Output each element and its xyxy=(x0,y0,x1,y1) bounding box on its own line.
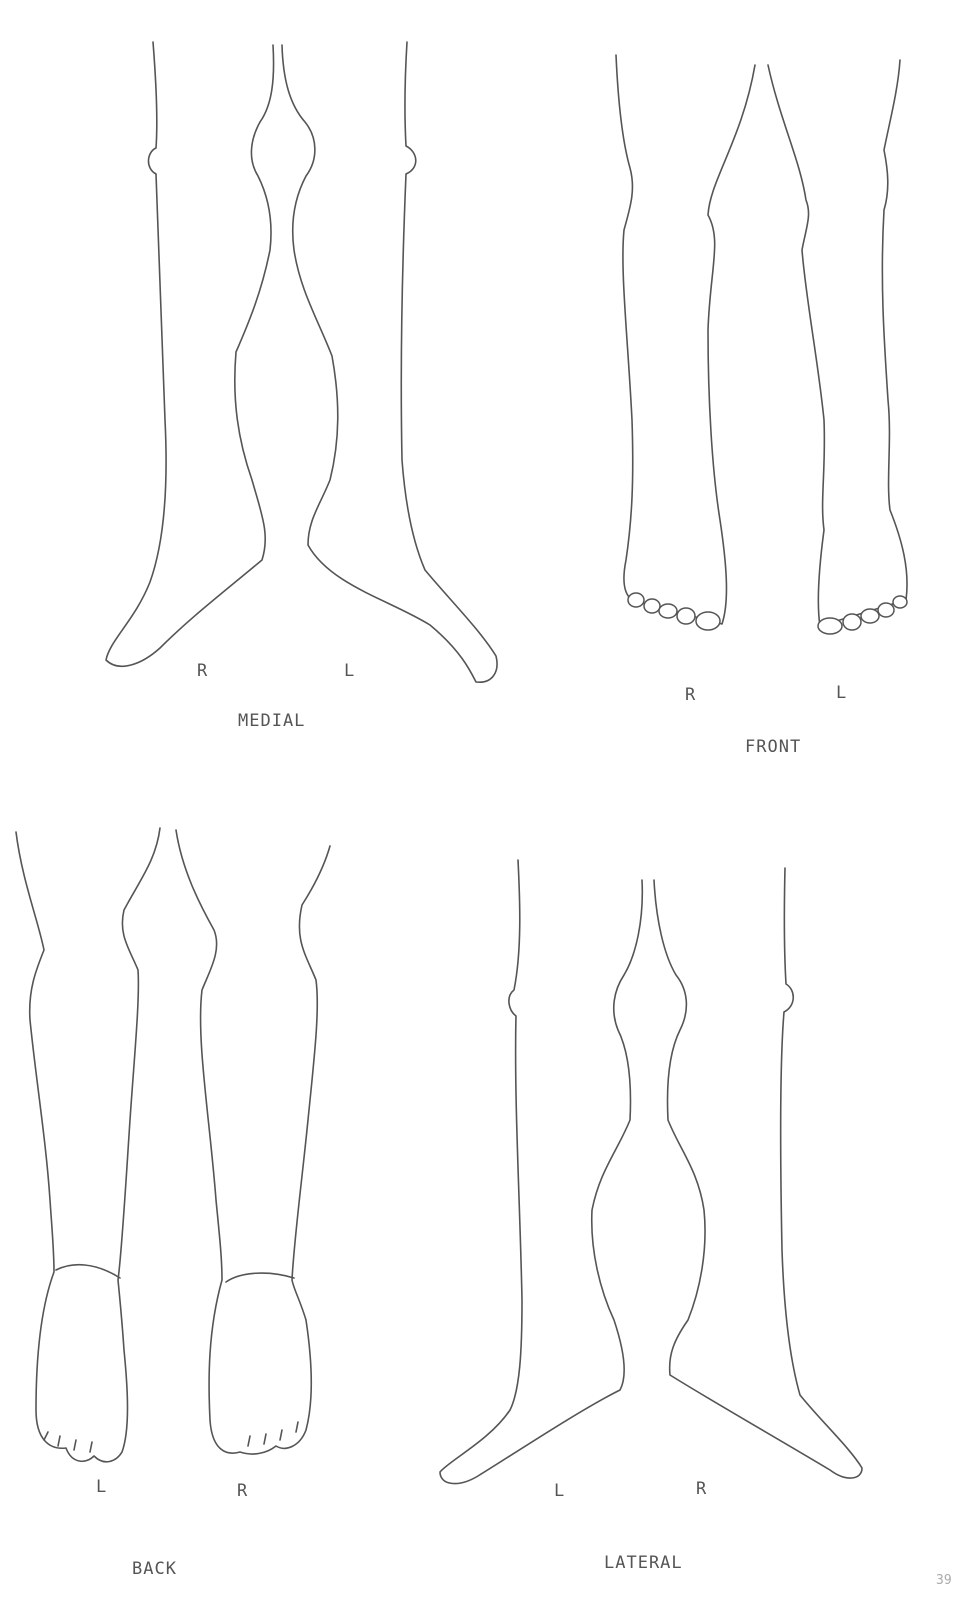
front-right-toe-5 xyxy=(696,612,720,630)
back-right-ankle-outline xyxy=(226,1273,294,1282)
medial-view: R L MEDIAL xyxy=(106,42,497,731)
front-right-toe-4 xyxy=(677,608,695,624)
front-left-foot-toes xyxy=(818,596,907,634)
back-view: L R BACK xyxy=(16,828,330,1579)
lateral-caption: LATERAL xyxy=(604,1553,683,1573)
front-right-toe-3 xyxy=(659,604,677,618)
back-left-toe-creases xyxy=(44,1432,92,1452)
back-right-leg-outline xyxy=(176,830,330,1454)
back-right-leg-label: R xyxy=(237,1481,248,1501)
back-left-leg-outline xyxy=(16,828,160,1462)
medial-left-leg-label: R xyxy=(197,661,208,681)
lateral-left-leg-label: L xyxy=(554,1481,564,1501)
front-left-toe-5 xyxy=(893,596,907,608)
medial-caption: MEDIAL xyxy=(238,711,305,731)
back-left-leg-label: L xyxy=(96,1477,106,1497)
back-left-ankle-outline xyxy=(56,1265,120,1278)
front-caption: FRONT xyxy=(745,737,801,757)
front-view: R L FRONT xyxy=(616,55,907,757)
front-right-foot-toes xyxy=(628,593,720,630)
medial-left-leg-outline xyxy=(282,42,497,682)
front-right-leg-label: L xyxy=(836,683,846,703)
front-left-toe-4 xyxy=(878,603,894,617)
lateral-view: L R LATERAL xyxy=(440,860,862,1573)
back-right-toe-creases xyxy=(248,1422,298,1446)
medial-right-leg-label: L xyxy=(344,661,354,681)
back-caption: BACK xyxy=(132,1559,177,1579)
front-left-toe-2 xyxy=(843,614,861,630)
front-left-leg-label: R xyxy=(685,685,696,705)
page-number: 39 xyxy=(936,1573,952,1588)
front-left-toe-3 xyxy=(861,609,879,623)
front-right-leg-outline xyxy=(616,55,755,624)
front-right-toe-2 xyxy=(644,599,660,613)
lateral-left-leg-outline xyxy=(440,860,642,1484)
front-left-leg-outline xyxy=(768,60,907,626)
lateral-right-leg-label: R xyxy=(696,1479,707,1499)
front-left-toe-1 xyxy=(818,618,842,634)
front-right-toe-1 xyxy=(628,593,644,607)
medial-right-leg-outline xyxy=(106,42,274,666)
lateral-right-leg-outline xyxy=(654,868,862,1478)
